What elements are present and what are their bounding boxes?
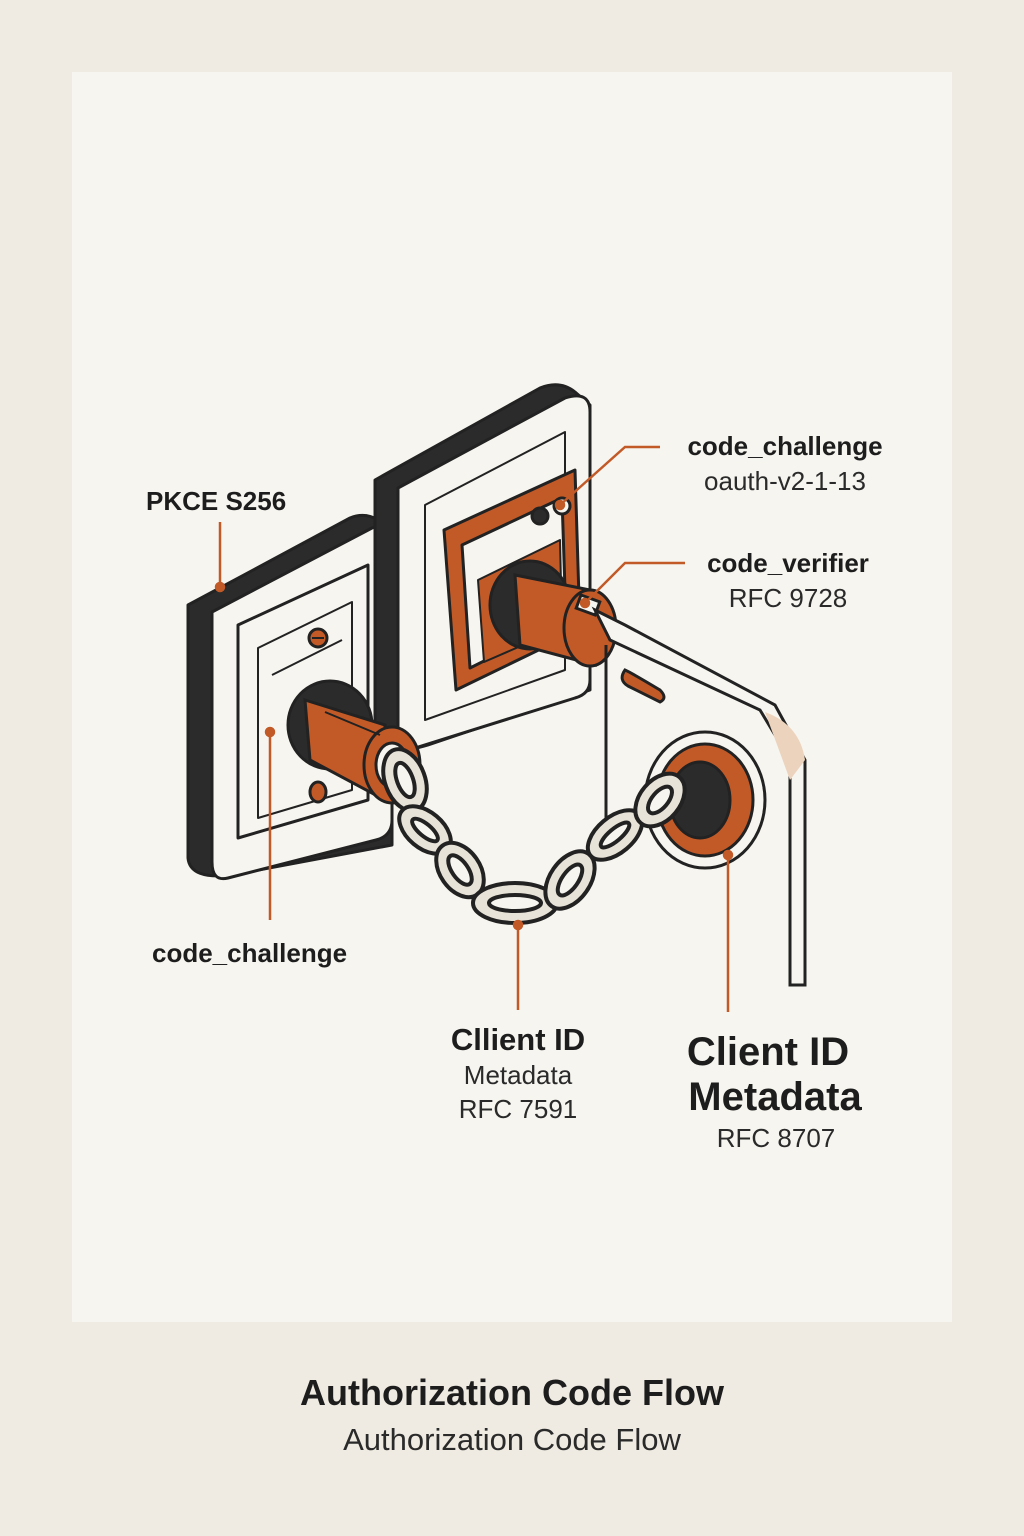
label-code-verifier: code_verifier <box>707 548 869 578</box>
chain-ring <box>643 730 767 870</box>
label-code-challenge-top: code_challenge <box>687 431 883 461</box>
label-rfc8707: RFC 8707 <box>716 1123 836 1153</box>
label-client-id-2: Client ID <box>686 1030 850 1074</box>
caption-subtitle: Authorization Code Flow <box>343 1422 681 1457</box>
right-lock-cylinder <box>488 559 618 668</box>
label-pkce: PKCE S256 <box>146 486 287 516</box>
label-client-id-1: Cllient ID <box>450 1022 586 1057</box>
label-metadata-1: Metadata <box>463 1060 573 1090</box>
label-rfc7591: RFC 7591 <box>458 1094 578 1124</box>
label-oauth-draft: oauth-v2-1-13 <box>704 466 866 496</box>
label-metadata-2: Metadata <box>688 1075 862 1119</box>
label-code-challenge-left: code_challenge <box>152 938 348 968</box>
leader-lines <box>214 445 734 1012</box>
label-rfc9728: RFC 9728 <box>728 583 848 613</box>
chain <box>381 747 687 925</box>
right-plate <box>373 383 592 753</box>
caption-title: Authorization Code Flow <box>300 1372 724 1413</box>
door-panel <box>591 606 807 987</box>
